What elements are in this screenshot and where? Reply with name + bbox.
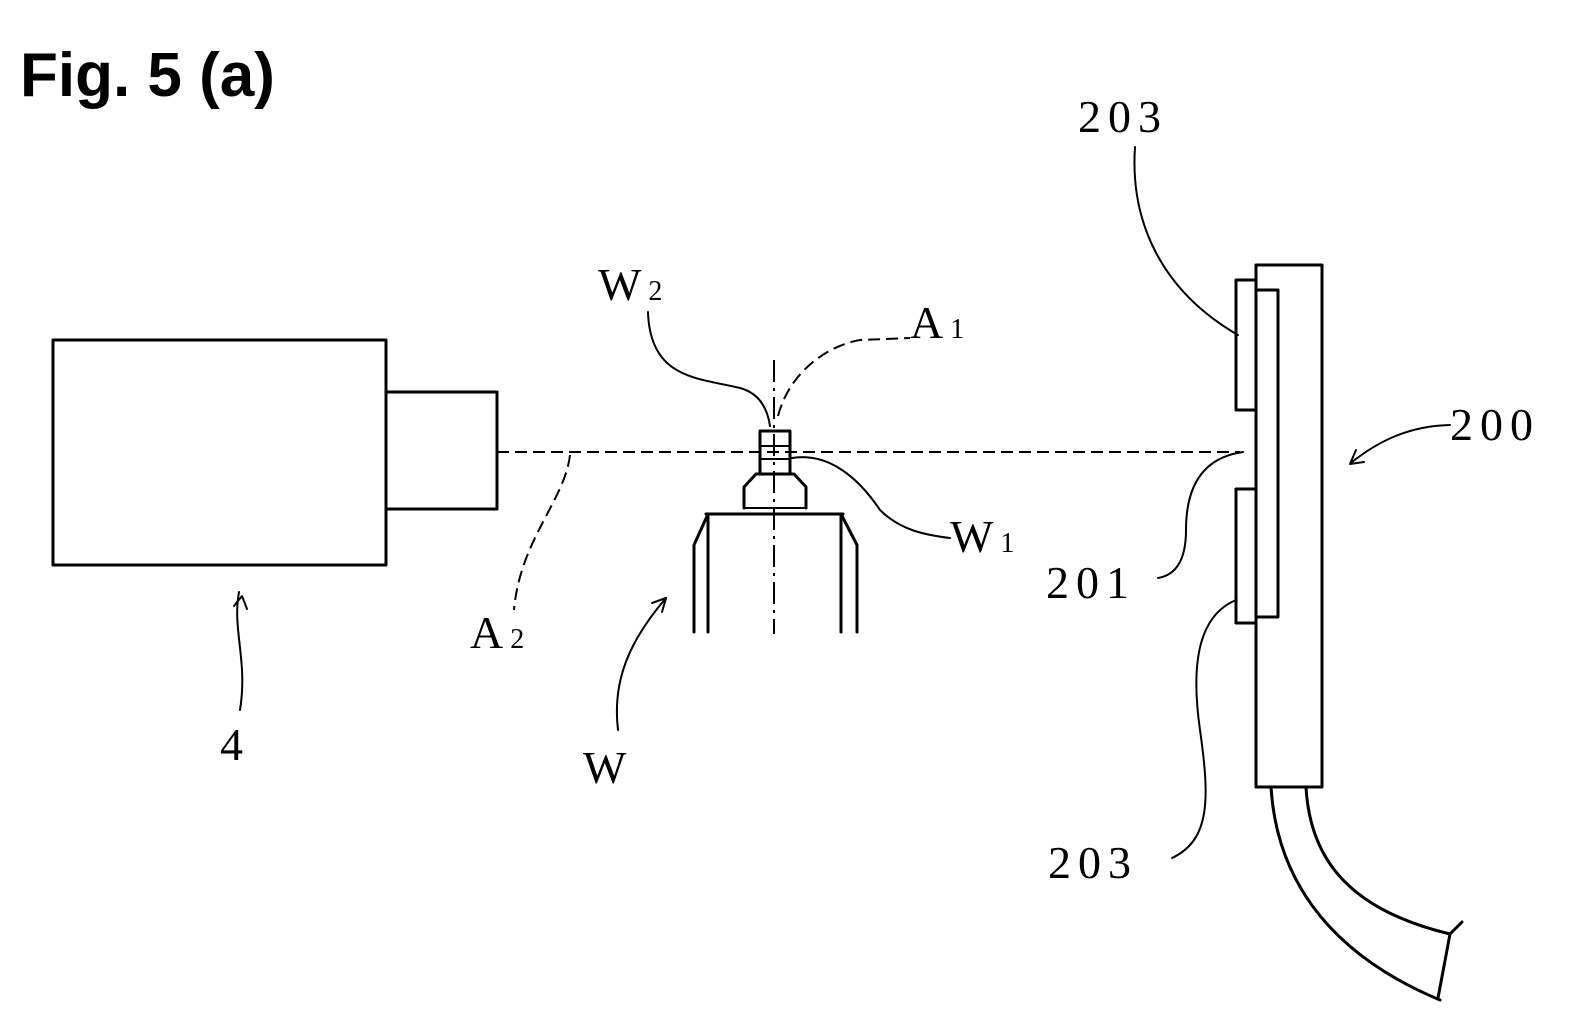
- leader-203-bottom: [1172, 600, 1236, 858]
- camera-body: [53, 340, 386, 565]
- workpiece-body-right-edge: [841, 514, 857, 632]
- label-w1-sub: 1: [1000, 528, 1014, 559]
- label-a2-main: A: [470, 607, 510, 658]
- label-a2-sub: 2: [510, 624, 524, 655]
- leader-w: [617, 598, 666, 730]
- label-w2: W2: [598, 259, 662, 310]
- leader-4: [237, 592, 242, 710]
- cable-inner-line: [1306, 787, 1450, 934]
- camera-unit: [53, 340, 497, 565]
- label-light-panel-top: 203: [1078, 91, 1168, 142]
- label-light-window: 201: [1046, 557, 1136, 608]
- leader-200: [1352, 425, 1450, 462]
- label-w1: W1: [950, 511, 1014, 562]
- label-workpiece: W: [583, 742, 633, 793]
- figure-title: Fig. 5 (a): [20, 41, 275, 110]
- leader-a2: [514, 455, 570, 610]
- workpiece: [694, 360, 857, 634]
- leader-203-top: [1134, 147, 1238, 335]
- leader-201: [1158, 452, 1243, 578]
- leader-w1: [792, 457, 950, 538]
- light-panel-inner-plate: [1256, 290, 1278, 617]
- workpiece-body-left-edge: [694, 514, 708, 632]
- cable-outer-line: [1271, 787, 1440, 1000]
- light-panel-top-outer: [1236, 280, 1256, 410]
- lighting-unit: [1236, 265, 1462, 1000]
- label-a1: A1: [910, 297, 964, 348]
- label-a2: A2: [470, 607, 524, 658]
- label-light-panel-bottom: 203: [1048, 837, 1138, 888]
- label-a1-sub: 1: [950, 314, 964, 345]
- leader-4-arrow: [234, 596, 247, 609]
- leader-a1: [778, 338, 910, 416]
- label-w1-main: W: [950, 511, 1000, 562]
- label-a1-main: A: [910, 297, 950, 348]
- lighting-unit-housing: [1256, 265, 1322, 787]
- label-w2-main: W: [598, 259, 648, 310]
- label-w2-sub: 2: [648, 276, 662, 307]
- light-panel-bottom-outer: [1236, 489, 1256, 623]
- camera-lens: [386, 392, 497, 509]
- label-camera: 4: [220, 719, 250, 770]
- leader-w2: [648, 312, 770, 426]
- label-lighting-unit: 200: [1450, 399, 1540, 450]
